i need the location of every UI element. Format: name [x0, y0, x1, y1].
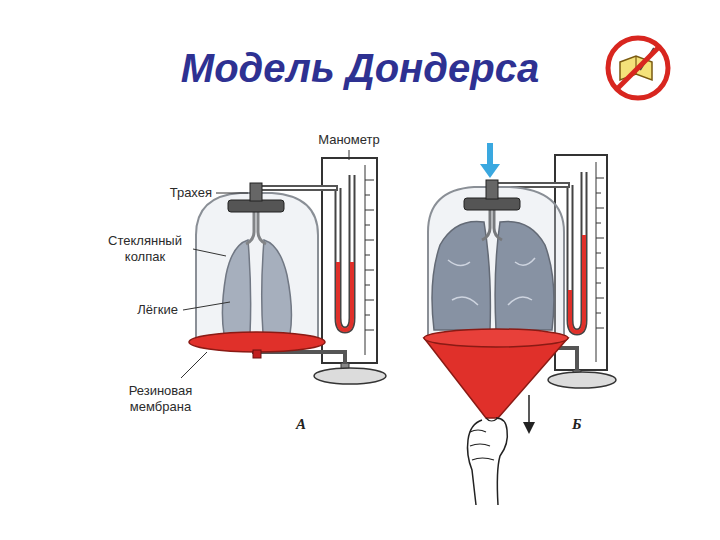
manometer-a — [365, 315, 370, 316]
leader-line — [183, 302, 230, 310]
pipe-a — [256, 185, 338, 191]
manometer-a — [338, 262, 352, 330]
rubber-membrane-a — [253, 350, 261, 358]
stopper-b — [464, 198, 520, 210]
leader-line — [181, 150, 349, 378]
stopper-a — [228, 200, 284, 212]
part-label: Манометр — [299, 132, 399, 148]
hand — [470, 430, 494, 460]
manometer-b — [596, 208, 604, 209]
bell-jar-b — [428, 187, 564, 338]
manometer-a — [365, 210, 374, 211]
leader-line — [216, 193, 248, 194]
bell-jar-b — [428, 187, 564, 338]
leader-line — [349, 150, 350, 160]
hand — [468, 420, 483, 505]
stopper-a — [228, 183, 284, 212]
hand — [468, 418, 508, 505]
leader-line — [181, 352, 207, 378]
manometer-b — [596, 193, 601, 194]
manometer-b — [596, 162, 597, 362]
stopper-b — [464, 180, 520, 210]
bell-jar-a — [196, 193, 318, 342]
manometer-a — [365, 195, 370, 196]
figure-letter: Б — [572, 416, 582, 432]
manometer-a — [365, 330, 374, 331]
manometer-a — [365, 255, 370, 256]
manometer-a — [338, 175, 352, 330]
manometer-a — [314, 368, 386, 384]
manometer-a — [365, 300, 374, 301]
pipe-b — [494, 184, 568, 186]
manometer-a — [365, 285, 370, 286]
stopper-b — [486, 180, 498, 199]
manometer-b — [596, 238, 604, 239]
pull-arrow — [528, 395, 530, 428]
rubber-membrane-a — [189, 332, 325, 352]
pull-arrow — [529, 395, 530, 428]
manometer-b — [570, 172, 584, 332]
manometer-b — [596, 268, 604, 269]
manometer-b — [570, 172, 584, 332]
stopper-a — [250, 183, 262, 201]
part-label: Лёгкие — [137, 302, 178, 318]
rubber-membrane-b — [424, 329, 568, 418]
leader-line — [193, 249, 226, 256]
blue-arrow — [480, 164, 500, 178]
manometer-b — [570, 235, 584, 332]
manometer-a — [365, 225, 370, 226]
part-label: Резиновая мембрана — [118, 383, 203, 415]
rubber-membrane-a — [189, 332, 325, 358]
manometer-b — [596, 223, 601, 224]
part-label: Трахея — [170, 185, 212, 201]
part-label: Стеклянный колпак — [100, 233, 190, 265]
manometer-b — [596, 328, 604, 329]
manometer-b — [548, 372, 616, 388]
manometer-b — [596, 298, 604, 299]
blue-arrow — [487, 143, 493, 166]
manometer-a — [365, 270, 374, 271]
hand — [486, 418, 498, 421]
figure-letter: А — [296, 416, 306, 432]
no-book-icon — [617, 47, 659, 89]
pipe-a — [256, 187, 336, 189]
manometer-a — [365, 240, 374, 241]
manometer-b — [596, 178, 604, 179]
manometer-a — [365, 180, 374, 181]
blue-arrow — [480, 143, 500, 178]
manometer-a — [365, 180, 374, 330]
bell-jar-a — [196, 193, 318, 342]
no-book-icon — [608, 38, 668, 98]
rubber-membrane-b — [424, 329, 568, 347]
rubber-membrane-b — [424, 338, 568, 418]
manometer-a — [365, 165, 366, 355]
no-book-icon — [608, 38, 668, 98]
manometer-b — [596, 253, 601, 254]
manometer-b — [596, 283, 601, 284]
manometer-b — [596, 178, 604, 328]
manometer-b — [596, 313, 601, 314]
hand — [496, 418, 507, 505]
manometer-a — [338, 175, 352, 330]
pipe-a — [252, 352, 345, 364]
diagram-title: Модель Дондерса — [0, 44, 720, 92]
